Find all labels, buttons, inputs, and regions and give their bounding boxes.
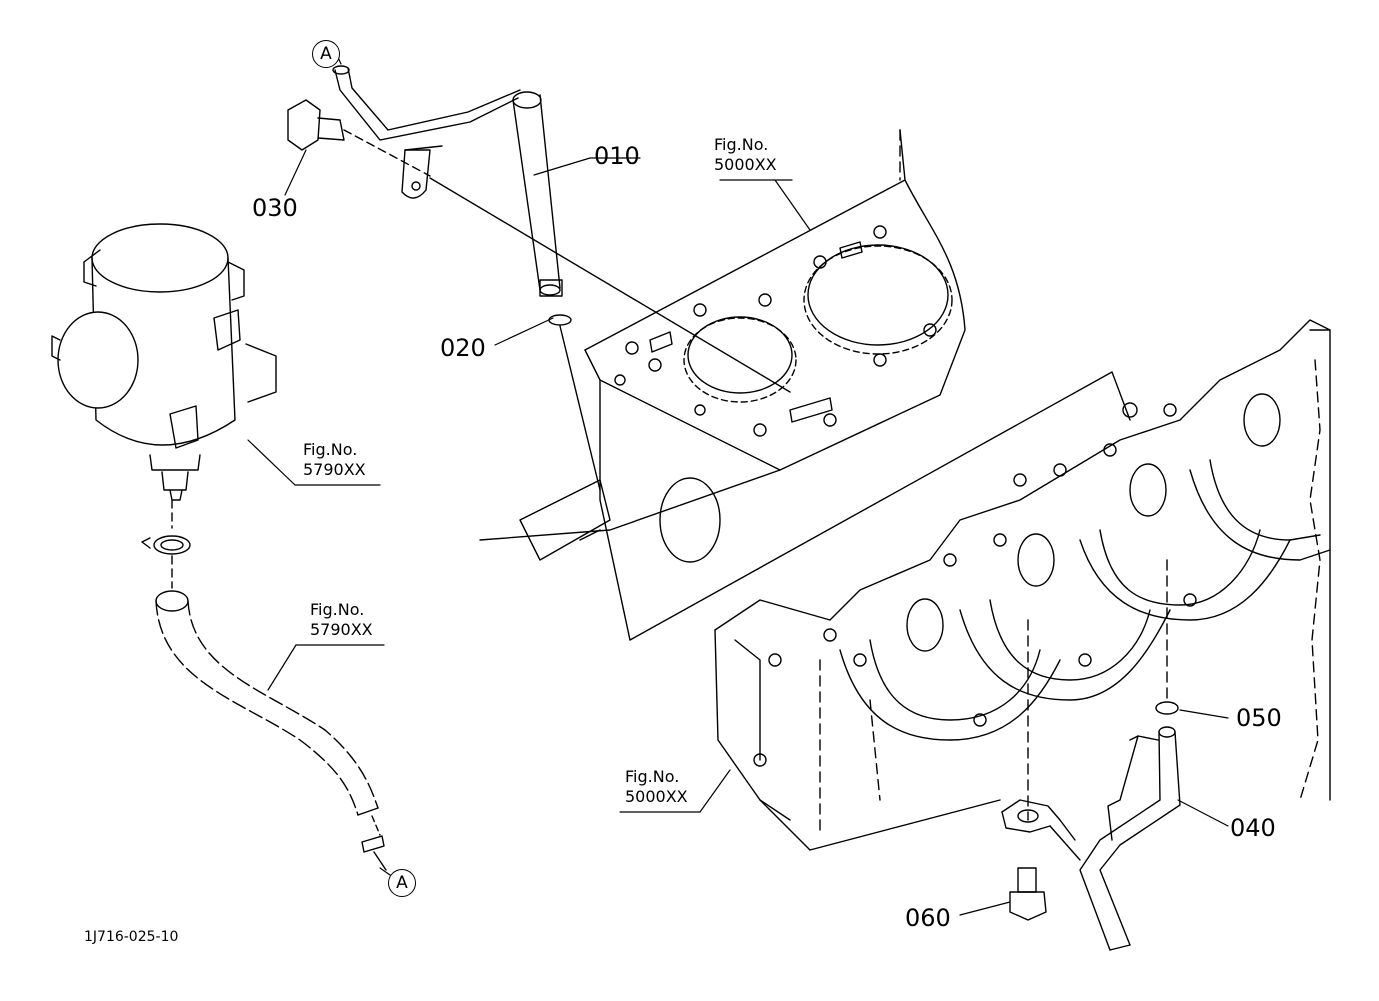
fig-ref-label: Fig.No. <box>303 440 358 459</box>
ref-marker-a-bottom: A <box>388 869 416 897</box>
oil-separator-drawing <box>51 223 277 501</box>
oring-020-drawing <box>548 314 601 491</box>
hose-drawing <box>155 590 387 871</box>
fig-ref-number: 5790XX <box>310 620 373 639</box>
fig-ref-label: Fig.No. <box>625 767 680 786</box>
cylinder-head-drawing <box>479 129 1131 641</box>
fig-ref-number: 5000XX <box>625 787 688 806</box>
fig-ref-crankcase: Fig.No. 5000XX <box>625 767 688 807</box>
part-label-020: 020 <box>440 334 486 362</box>
bolt-060-drawing <box>1009 867 1047 921</box>
fig-ref-head-gasket: Fig.No. 5000XX <box>714 135 777 175</box>
leader-lines <box>247 45 1229 916</box>
fig-ref-number: 5000XX <box>714 155 777 174</box>
pipe-040-drawing <box>1001 701 1181 951</box>
bolt-030-drawing <box>287 99 431 177</box>
fig-ref-number: 5790XX <box>303 460 366 479</box>
fig-ref-hose: Fig.No. 5790XX <box>310 600 373 640</box>
fig-ref-separator: Fig.No. 5790XX <box>303 440 366 480</box>
crankcase-drawing <box>714 319 1331 851</box>
pipe-010-drawing <box>332 65 791 393</box>
ref-marker-a-top: A <box>312 40 340 68</box>
hose-clamp-drawing <box>141 499 191 589</box>
fig-ref-label: Fig.No. <box>714 135 769 154</box>
part-label-050: 050 <box>1236 704 1282 732</box>
drawing-code: 1J716-025-10 <box>84 929 179 945</box>
part-label-030: 030 <box>252 194 298 222</box>
part-label-010: 010 <box>594 142 640 170</box>
part-label-060: 060 <box>905 904 951 932</box>
part-label-040: 040 <box>1230 814 1276 842</box>
fig-ref-label: Fig.No. <box>310 600 365 619</box>
